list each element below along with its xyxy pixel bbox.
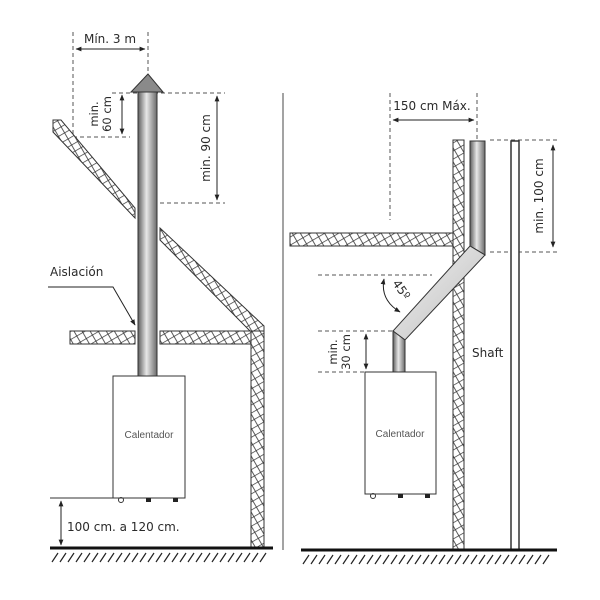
flue-cap-icon xyxy=(129,73,165,93)
label-mount-height: 100 cm. a 120 cm. xyxy=(67,520,180,534)
side-wall xyxy=(250,330,265,549)
flue-pipe-vertical xyxy=(137,91,158,377)
svg-text:30 cm: 30 cm xyxy=(339,334,353,370)
svg-text:min.: min. xyxy=(87,101,101,126)
heater-connector xyxy=(173,498,178,502)
ground-hatch-right xyxy=(302,554,550,565)
heater-connector xyxy=(118,497,124,503)
label-min-30cm: min. 30 cm xyxy=(326,334,353,370)
angle-arc xyxy=(380,278,401,313)
shaft-wall xyxy=(452,139,465,551)
flue-pipe-upper xyxy=(469,140,486,256)
label-150cm-max: 150 cm Máx. xyxy=(393,99,470,113)
heater-connector xyxy=(425,494,430,498)
heater-connector xyxy=(146,498,151,502)
label-min-3m: Mín. 3 m xyxy=(84,32,136,46)
ground-hatch-left xyxy=(51,552,267,563)
left-diagram: Mín. 3 m min. 60 cm min. 90 cm Aislación… xyxy=(48,32,273,563)
label-min-60cm: min. 60 cm xyxy=(87,96,114,132)
insulation-leader xyxy=(48,286,136,326)
ceiling-slab-left xyxy=(69,330,136,345)
heater-connector xyxy=(370,493,376,499)
heater-connector xyxy=(398,494,403,498)
heater-label-left: Calentador xyxy=(125,430,175,441)
label-45deg: 45º xyxy=(390,277,414,302)
water-heater-right xyxy=(364,371,437,495)
label-min-100cm: min. 100 cm xyxy=(532,158,546,233)
right-diagram: 150 cm Máx. min. 100 cm Shaft 45º min. 3… xyxy=(289,93,557,565)
label-aislacion: Aislación xyxy=(50,265,103,279)
svg-text:60 cm: 60 cm xyxy=(100,96,114,132)
heater-label-right: Calentador xyxy=(376,429,426,440)
label-min-90cm: min. 90 cm xyxy=(199,114,213,182)
svg-text:min.: min. xyxy=(326,339,340,364)
water-heater-left xyxy=(112,375,186,499)
roof-slope-right xyxy=(159,226,265,335)
ceiling-slab-right xyxy=(159,330,265,345)
ceiling-slab xyxy=(289,232,465,247)
roof-slope-left xyxy=(52,119,136,220)
label-shaft: Shaft xyxy=(472,346,504,360)
shaft-outer-wall xyxy=(510,140,520,551)
